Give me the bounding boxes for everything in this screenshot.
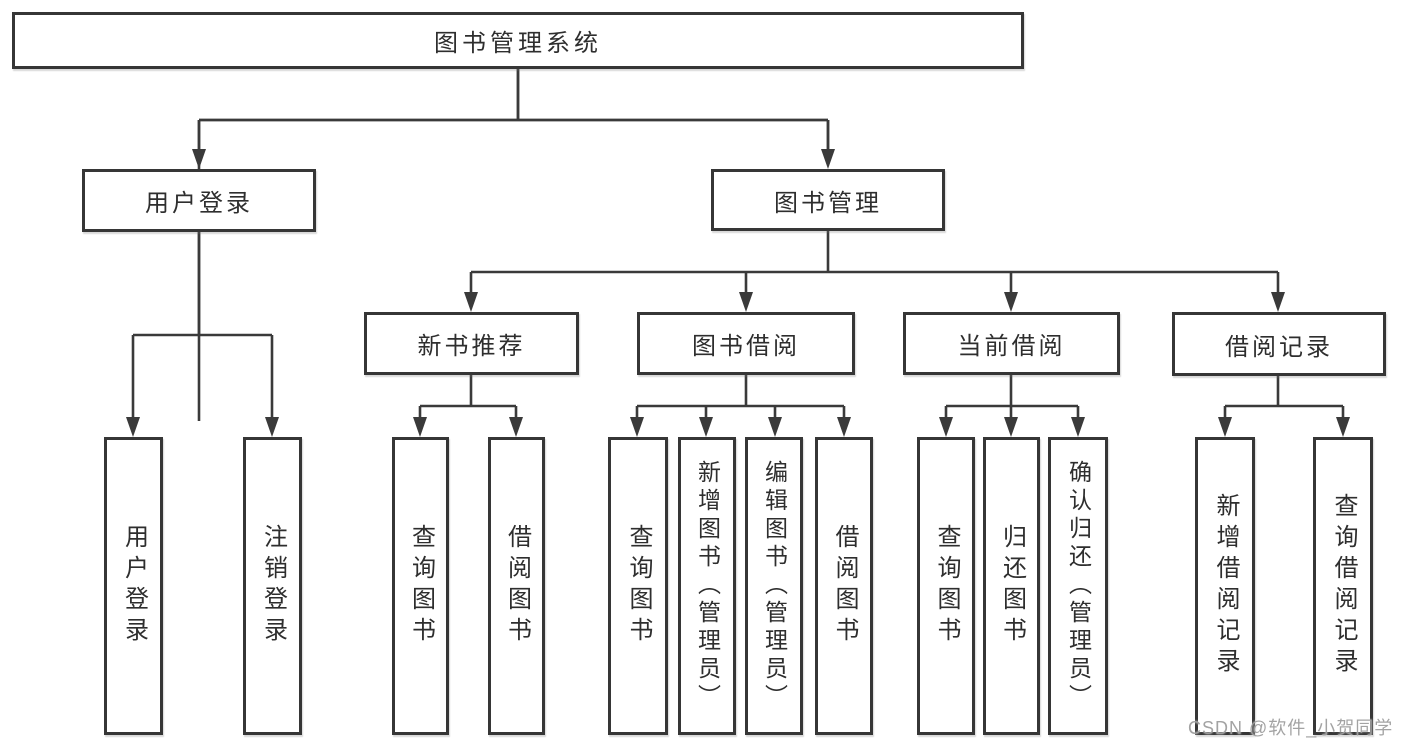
leaf-label: 新增图书（管理员） [694,460,721,712]
node-new-book-recommend: 新书推荐 [364,312,579,375]
node-current-borrowing: 当前借阅 [903,312,1120,375]
node-label: 图书管理 [774,189,882,217]
leaf-query-book-recommend: 查询图书 [392,437,449,735]
leaf-label: 注销登录 [259,524,287,648]
leaf-label: 查询图书 [407,524,435,648]
leaf-label: 编辑图书（管理员） [761,460,788,712]
leaf-label: 归还图书 [998,524,1026,648]
csdn-watermark: CSDN @软件_小贺同学 [1188,718,1394,738]
leaf-label: 用户登录 [120,524,148,648]
node-borrowing-records: 借阅记录 [1172,312,1386,376]
leaf-label: 查询借阅记录 [1330,493,1357,679]
leaf-label: 借阅图书 [503,524,531,648]
leaf-query-borrow-record: 查询借阅记录 [1313,437,1373,735]
node-label: 新书推荐 [417,333,526,360]
leaf-add-borrow-record: 新增借阅记录 [1195,437,1255,735]
node-book-management: 图书管理 [711,169,945,231]
node-library-management-system: 图书管理系统 [12,12,1024,69]
leaf-add-book-admin: 新增图书（管理员） [678,437,736,735]
leaf-label: 查询图书 [625,524,652,648]
node-user-login: 用户登录 [82,169,316,232]
leaf-query-book-borrow: 查询图书 [608,437,668,735]
leaf-borrow-book: 借阅图书 [815,437,873,735]
node-book-borrowing: 图书借阅 [637,312,855,375]
leaf-user-login: 用户登录 [104,437,163,735]
leaf-label: 查询图书 [933,524,960,648]
leaf-return-book: 归还图书 [983,437,1040,735]
leaf-edit-book-admin: 编辑图书（管理员） [745,437,803,735]
node-label: 借阅记录 [1225,333,1333,361]
leaf-logout: 注销登录 [243,437,302,735]
leaf-label: 借阅图书 [831,524,858,648]
leaf-borrow-book-recommend: 借阅图书 [488,437,545,735]
node-label: 用户登录 [145,190,253,217]
leaf-query-book-current: 查询图书 [917,437,975,735]
leaf-label: 确认归还（管理员） [1065,460,1092,712]
leaf-confirm-return-admin: 确认归还（管理员） [1048,437,1108,735]
node-label: 图书管理系统 [434,30,602,57]
node-label: 当前借阅 [957,333,1066,360]
leaf-label: 新增借阅记录 [1212,493,1239,679]
node-label: 图书借阅 [692,333,800,360]
